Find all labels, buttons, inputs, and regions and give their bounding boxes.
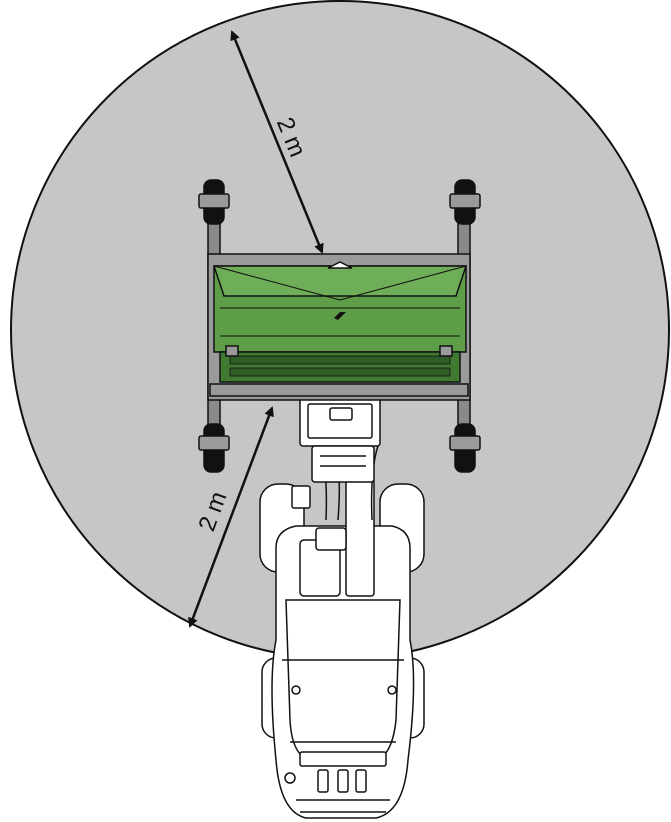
dimension-arrow-bottom (188, 406, 274, 628)
machine-chassis (259, 445, 425, 819)
work-platform (207, 253, 471, 401)
dimension-arrow-top (230, 30, 324, 254)
boom-joint (299, 395, 381, 483)
